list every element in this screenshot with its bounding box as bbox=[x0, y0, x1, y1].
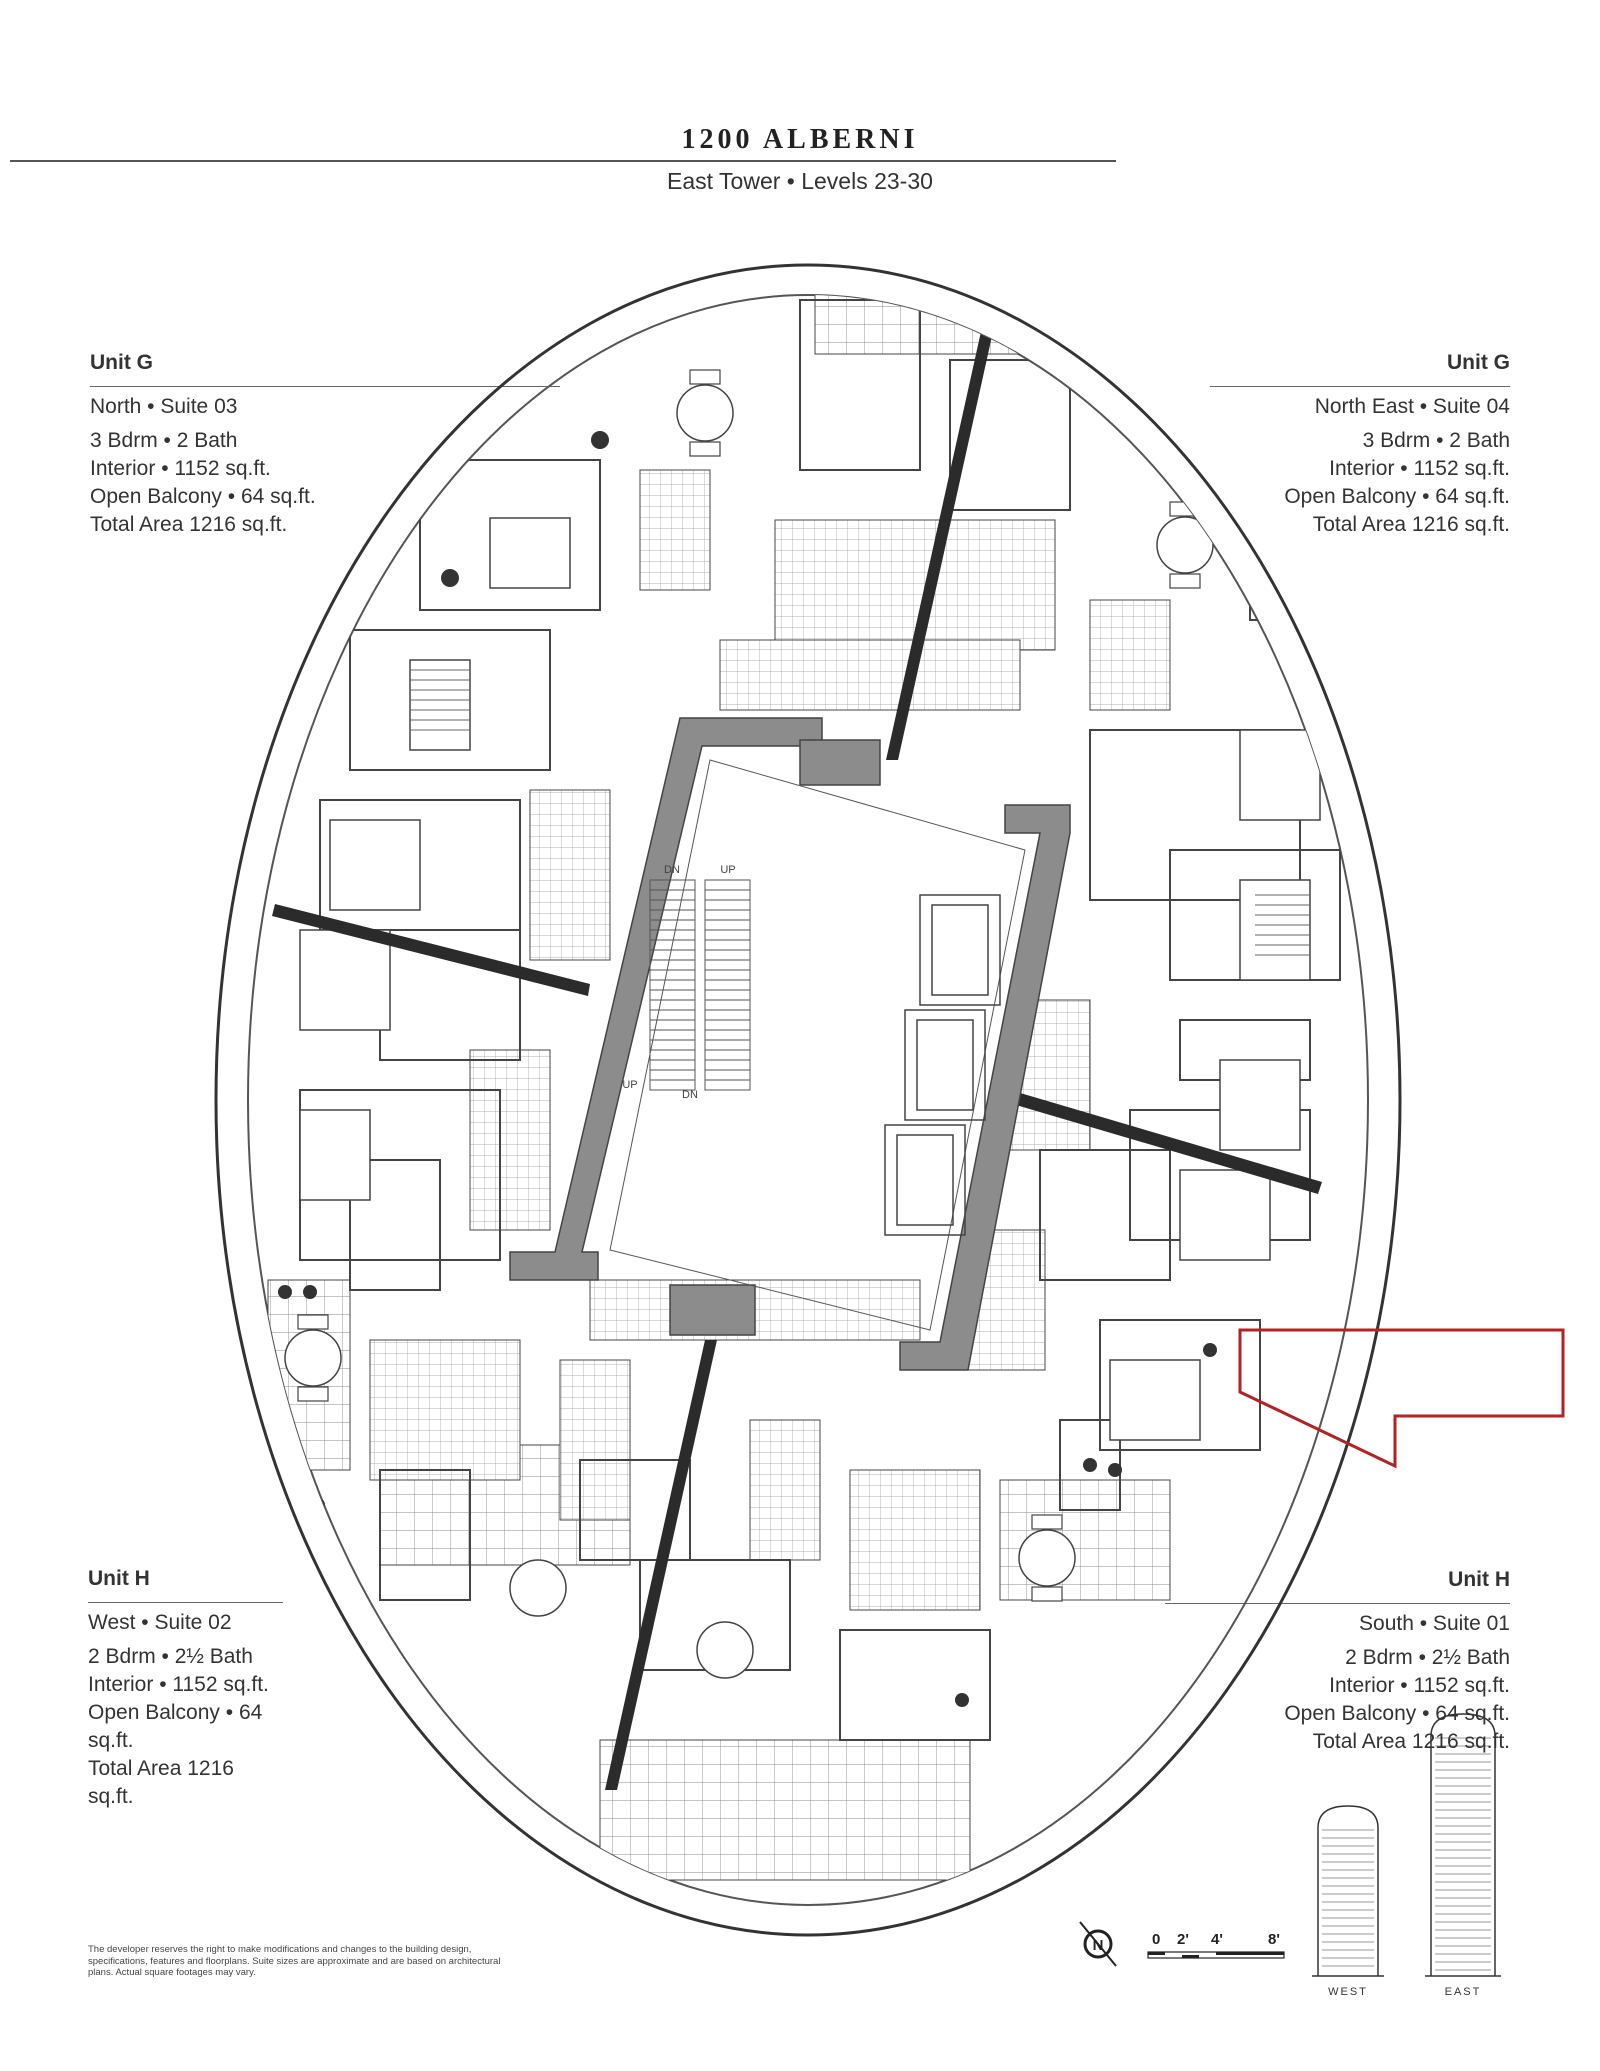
page-title: 1200 ALBERNI bbox=[681, 124, 919, 155]
red-arrow bbox=[1238, 1328, 1565, 1469]
stair-label-dn-left: DN bbox=[664, 864, 680, 876]
unit-rooms: 3 Bdrm • 2 Bath bbox=[1362, 429, 1510, 452]
bath-north-left bbox=[639, 469, 711, 591]
stair-label-up-right: UP bbox=[720, 864, 735, 876]
bed-stripes bbox=[410, 669, 1310, 956]
bath-south-1 bbox=[559, 1359, 631, 1521]
balcony-south bbox=[599, 1739, 971, 1881]
elevators bbox=[884, 894, 1001, 1236]
unit-interior: Interior • 1152 sq.ft. bbox=[88, 1673, 269, 1696]
building-core bbox=[509, 717, 1071, 1371]
disclaimer-text: The developer reserves the right to make… bbox=[88, 1944, 501, 1978]
unit-rule bbox=[1210, 386, 1510, 387]
dining-tables bbox=[284, 384, 1214, 1679]
bath-west-1 bbox=[529, 789, 611, 961]
unit-location: North East • Suite 04 bbox=[1314, 395, 1510, 418]
bath-north-right bbox=[1089, 599, 1171, 711]
kitchen-west bbox=[369, 1339, 521, 1481]
unit-balcony: Open Balcony • 64 sq.ft. bbox=[88, 1701, 263, 1752]
unit-name: Unit G bbox=[90, 351, 153, 374]
scale-tick-8: 8' bbox=[1268, 1931, 1280, 1948]
building-outline-inner bbox=[247, 294, 1369, 1906]
unit-rooms: 3 Bdrm • 2 Bath bbox=[90, 429, 238, 452]
bed-furniture bbox=[299, 517, 1321, 1441]
east-tower-label: EAST bbox=[1445, 1986, 1482, 1998]
east-tower-icon bbox=[1425, 1713, 1501, 1977]
stairs bbox=[649, 879, 751, 1091]
demising-walls bbox=[272, 300, 1322, 1790]
unit-name: Unit H bbox=[88, 1567, 150, 1590]
unit-total: Total Area 1216 sq.ft. bbox=[1312, 513, 1510, 536]
kitchen-south bbox=[849, 1469, 981, 1611]
unit-balcony: Open Balcony • 64 sq.ft. bbox=[1284, 485, 1510, 508]
scale-bar bbox=[1147, 1951, 1285, 1959]
unit-location: North • Suite 03 bbox=[90, 395, 238, 418]
unit-interior: Interior • 1152 sq.ft. bbox=[1329, 1674, 1510, 1697]
unit-interior: Interior • 1152 sq.ft. bbox=[1329, 457, 1510, 480]
unit-name: Unit H bbox=[1448, 1568, 1510, 1591]
unit-rule bbox=[88, 1602, 283, 1603]
title-rule bbox=[10, 160, 1116, 162]
unit-info-north-suite-03: Unit G North • Suite 03 3 Bdrm • 2 Bath … bbox=[90, 350, 560, 539]
unit-total: Total Area 1216 sq.ft. bbox=[1312, 1730, 1510, 1753]
unit-info-south-suite-01: Unit H South • Suite 01 2 Bdrm • 2½ Bath… bbox=[1165, 1567, 1510, 1756]
unit-interior: Interior • 1152 sq.ft. bbox=[90, 457, 271, 480]
unit-rooms: 2 Bdrm • 2½ Bath bbox=[1345, 1646, 1510, 1669]
scale-tick-4: 4' bbox=[1211, 1931, 1223, 1948]
stair-label-up-left: UP bbox=[622, 1079, 637, 1091]
unit-info-north-east-suite-04: Unit G North East • Suite 04 3 Bdrm • 2 … bbox=[1210, 350, 1510, 539]
kitchen-north bbox=[774, 519, 1056, 651]
unit-balcony: Open Balcony • 64 sq.ft. bbox=[90, 485, 316, 508]
unit-rooms: 2 Bdrm • 2½ Bath bbox=[88, 1645, 253, 1668]
dining-chairs bbox=[297, 369, 1201, 1602]
scale-tick-0: 0 bbox=[1152, 1931, 1160, 1948]
unit-rule bbox=[90, 386, 560, 387]
stair-label-dn-right: DN bbox=[682, 1089, 698, 1101]
north-compass-icon bbox=[1079, 1921, 1117, 1967]
unit-rule bbox=[1165, 1603, 1510, 1604]
unit-info-west-suite-02: Unit H West • Suite 02 2 Bdrm • 2½ Bath … bbox=[88, 1566, 283, 1811]
unit-balcony: Open Balcony • 64 sq.ft. bbox=[1284, 1702, 1510, 1725]
compass-letter: N bbox=[1093, 1937, 1104, 1954]
corridor-north bbox=[719, 639, 1021, 711]
west-tower-icon bbox=[1312, 1805, 1384, 1977]
unit-location: West • Suite 02 bbox=[88, 1611, 232, 1634]
bath-south-2 bbox=[749, 1419, 821, 1561]
bath-west-2 bbox=[469, 1049, 551, 1231]
page-subtitle: East Tower • Levels 23-30 bbox=[667, 168, 933, 194]
scale-tick-2: 2' bbox=[1177, 1931, 1189, 1948]
building-outline bbox=[214, 263, 1402, 1937]
unit-location: South • Suite 01 bbox=[1359, 1612, 1510, 1635]
unit-total: Total Area 1216 sq.ft. bbox=[88, 1757, 234, 1808]
unit-total: Total Area 1216 sq.ft. bbox=[90, 513, 288, 536]
west-tower-label: WEST bbox=[1328, 1986, 1368, 1998]
unit-name: Unit G bbox=[1447, 351, 1510, 374]
